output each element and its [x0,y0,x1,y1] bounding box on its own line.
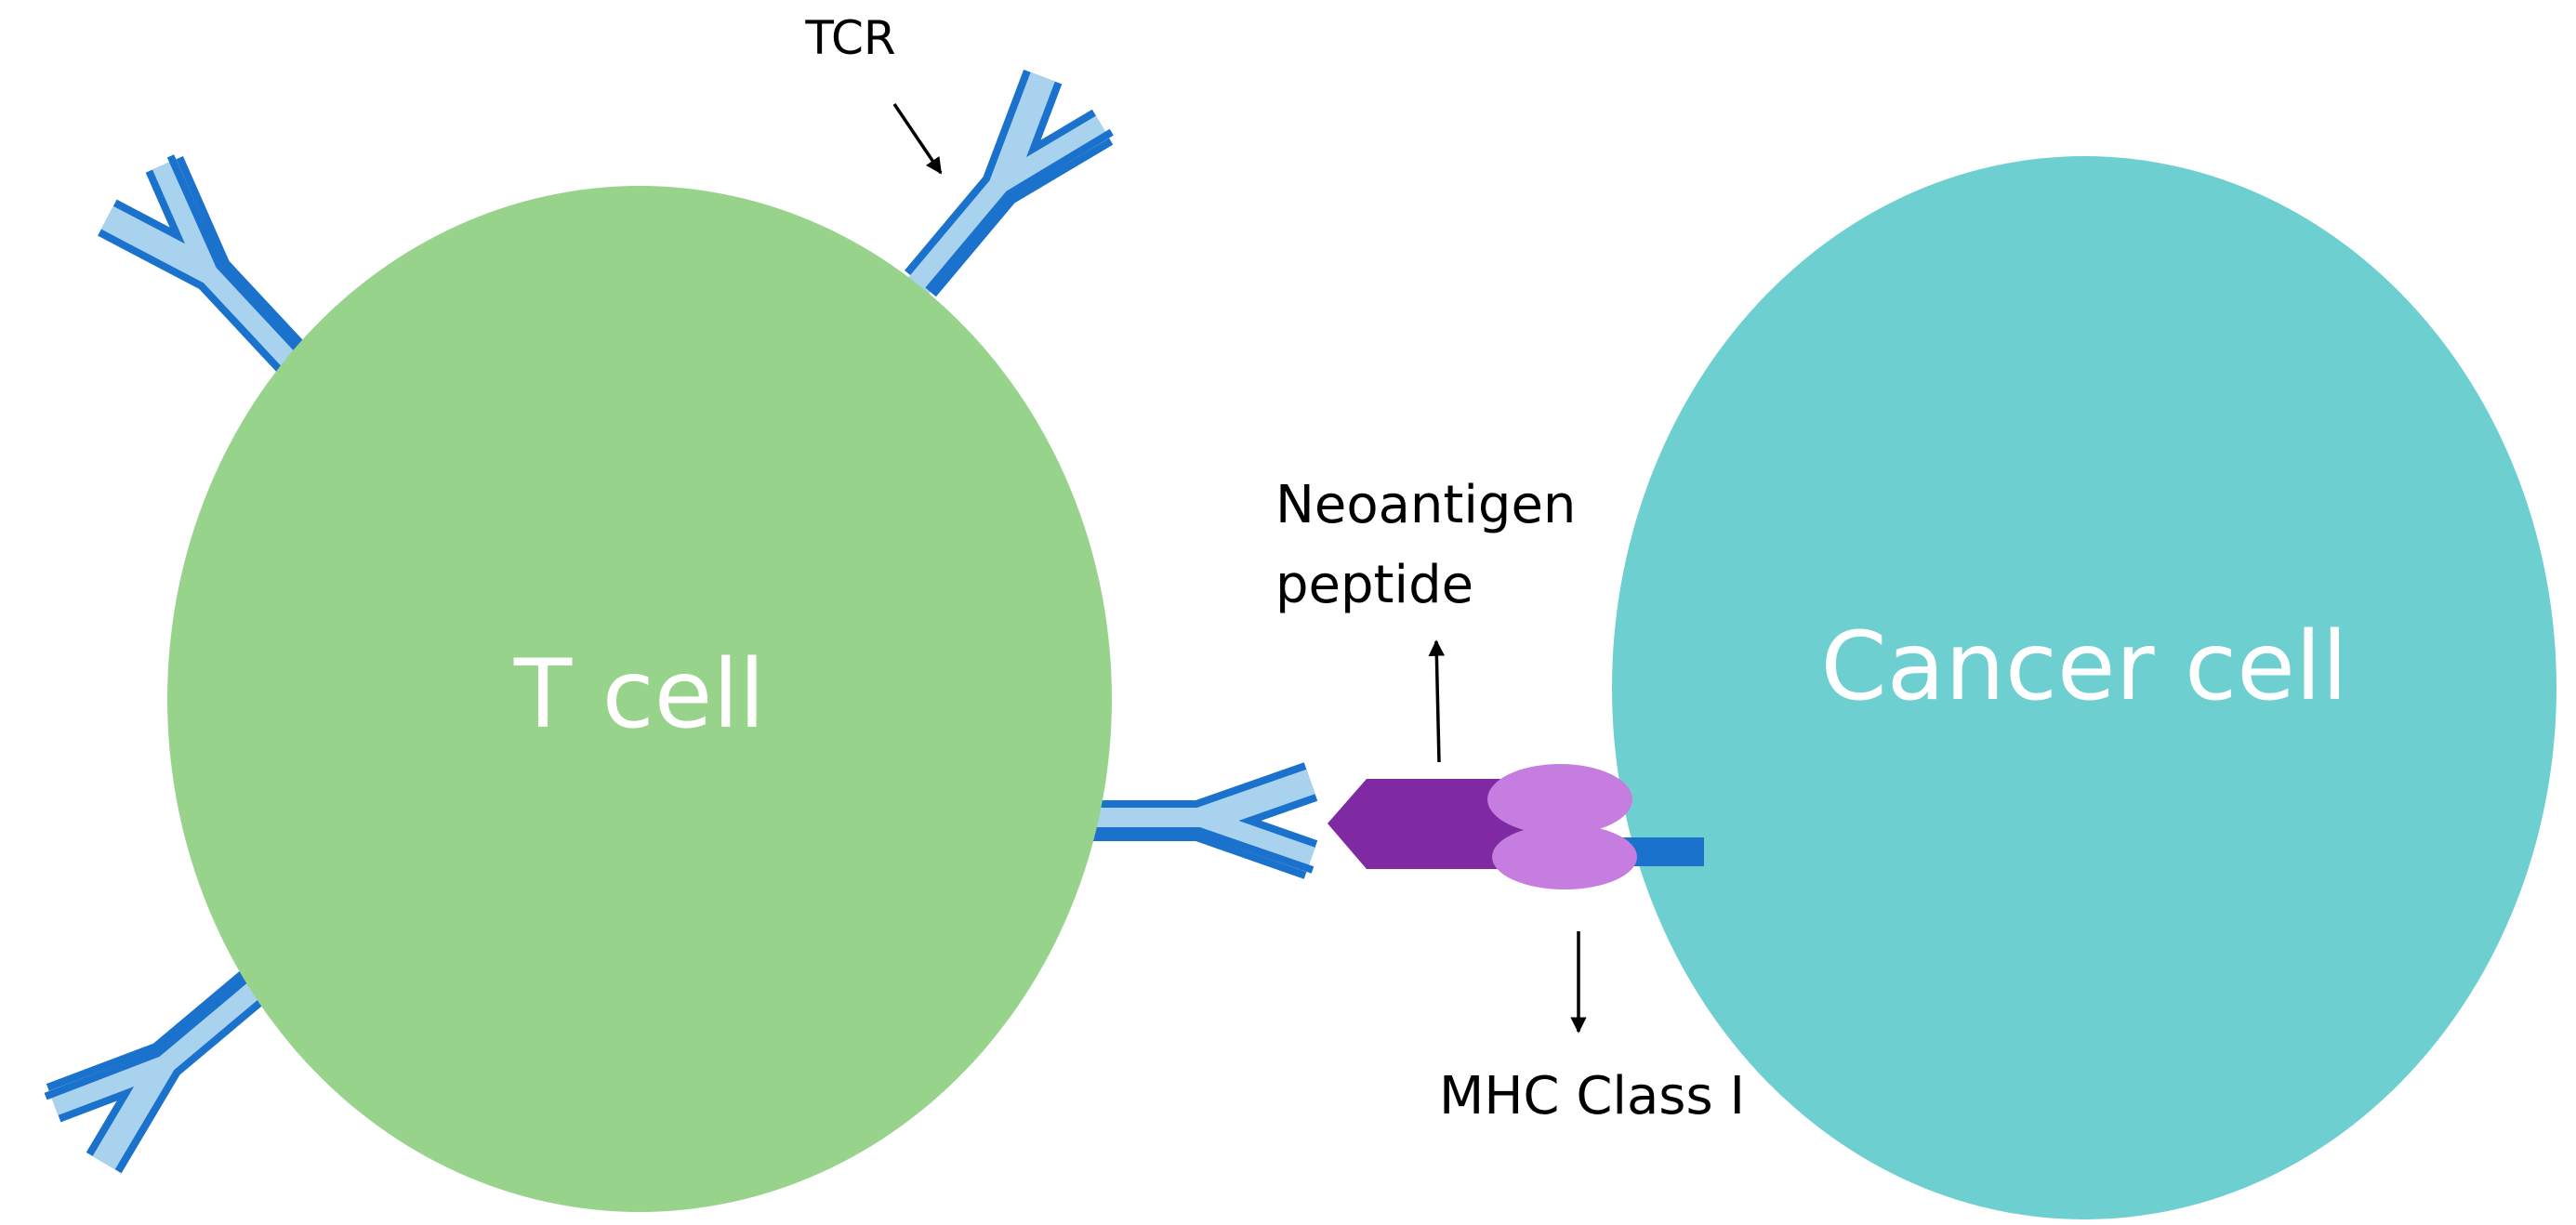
neoantigen-label-line2: peptide [1275,555,1473,615]
t-cell-body [167,186,1112,1212]
tcr-receptor-upper-right [888,75,1112,319]
neoantigen-pointer-arrow [1428,639,1446,763]
cancer-cell-body [1612,156,2556,1219]
t-cell-label: T cell [513,639,765,750]
cancer-cell-label: Cancer cell [1820,612,2347,722]
tcr-label: TCR [804,11,895,65]
mhc-class-i-lower-lobe [1492,824,1637,889]
mhc-class-i-label: MHC Class I [1439,1066,1745,1126]
tcr-pointer-arrow [892,103,943,175]
neoantigen-label-line1: Neoantigen [1275,475,1576,535]
mhc-class-i-upper-lobe [1487,764,1632,835]
tcr-receptor-right [1069,782,1313,870]
neoantigen-peptide [1328,779,1525,869]
